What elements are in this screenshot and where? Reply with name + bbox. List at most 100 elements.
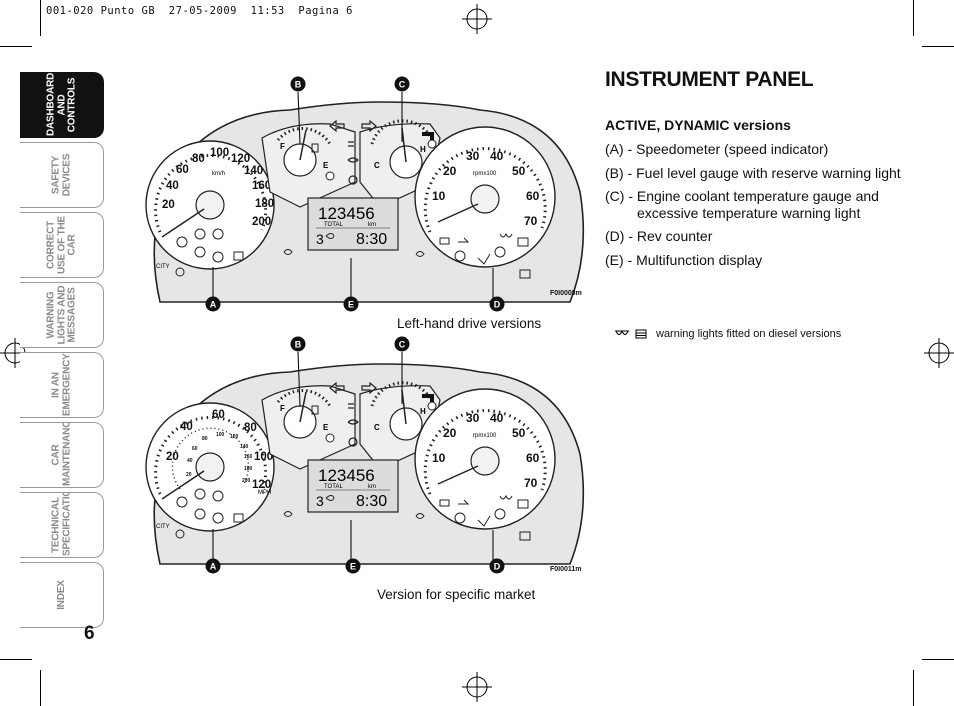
rev-unit: rpmx100: [473, 433, 497, 439]
speed-tick-label: 120: [252, 479, 271, 491]
callout-marker: [205, 558, 221, 574]
legend-item: (C) - Engine coolant temperature gauge a…: [605, 188, 879, 221]
speed-tick-label: 80: [192, 153, 205, 165]
page-title: INSTRUMENT PANEL: [605, 68, 814, 91]
tab-correct-use[interactable]: CORRECT USE OF THE CAR: [20, 212, 104, 278]
warning-light: [427, 139, 437, 149]
tab-emergency[interactable]: IN AN EMERGENCY: [20, 352, 104, 418]
crop-mark: [922, 46, 954, 47]
rear-window-icon: [519, 269, 531, 279]
chapter-tabs: DASHBOARD AND CONTROLS SAFETY DEVICES CO…: [20, 72, 104, 632]
speed-tick-label: 60: [212, 409, 225, 421]
warning-icon: [194, 228, 206, 240]
speed-tick-label: 140: [244, 165, 263, 177]
speed-tick-label: 100: [254, 451, 273, 463]
tab-index[interactable]: INDEX: [20, 562, 104, 628]
turn-right-icon: [361, 381, 377, 395]
speed-inner-label: 80: [202, 436, 208, 442]
multifunction-display: 123456 TOTAL km 3 8:30: [307, 459, 399, 513]
figure-code: F0I0011m: [550, 566, 582, 573]
callout-e: E: [348, 300, 354, 310]
warning-light: [325, 171, 335, 181]
speed-tick-label: 20: [166, 451, 179, 463]
rev-tick-label: 40: [490, 411, 504, 425]
steering-icon: [212, 251, 224, 263]
headlight-icon: [347, 419, 359, 425]
rev-tick-label: 70: [524, 476, 538, 490]
warning-light: [427, 401, 437, 411]
legend-item: (D) - Rev counter: [605, 228, 713, 244]
speedo-warning-lights: [175, 228, 293, 277]
callout-marker: [290, 336, 306, 352]
steering-icon: [212, 512, 224, 524]
tab-safety-devices[interactable]: SAFETY DEVICES: [20, 142, 104, 208]
instrument-panel-figure-1: 20 40 60 80 100 120 140 160 180 200 km/h…: [145, 76, 585, 312]
rev-tick-label: 60: [526, 451, 540, 465]
crop-mark: [0, 46, 32, 47]
glow-plug-and-filter-icons: [615, 329, 647, 339]
rev-tick-label: 70: [524, 214, 538, 228]
fog-light-icon: [283, 249, 293, 255]
fuel-pump-icon: [311, 405, 319, 415]
speed-tick-label: 40: [180, 421, 193, 433]
tab-warning-lights[interactable]: WARNING LIGHTS AND MESSAGES: [20, 282, 104, 348]
callout-legend: (A) - Speedometer (speed indicator) (B) …: [605, 141, 905, 275]
crop-mark: [913, 0, 914, 36]
instrument-panel-figure-2: 20 40 60 80 100 120 20 40 60 80 100 120 …: [145, 336, 585, 574]
rev-tick-label: 30: [466, 149, 480, 163]
callout-d: D: [494, 562, 501, 572]
rev-tick-label: 50: [512, 164, 526, 178]
temp-cold-mark: C: [374, 423, 380, 432]
tab-dashboard-and-controls[interactable]: DASHBOARD AND CONTROLS: [20, 72, 104, 138]
legend-item: (A) - Speedometer (speed indicator): [605, 141, 829, 157]
callout-c: C: [399, 340, 406, 350]
temp-hot-mark: H: [420, 407, 426, 416]
rev-tick-label: 60: [526, 189, 540, 203]
rev-tick-label: 20: [443, 164, 457, 178]
low-beam-icon: [348, 403, 354, 409]
rev-tick-label: 10: [432, 451, 446, 465]
crop-mark: [922, 659, 954, 660]
rev-warning-lights: [415, 494, 531, 541]
tab-technical-specifications[interactable]: TECHNICAL SPECIFICATIONS: [20, 492, 104, 558]
city-label: CITY: [156, 524, 170, 530]
callout-marker: [343, 296, 359, 312]
section-subtitle: ACTIVE, DYNAMIC versions: [605, 117, 791, 133]
oil-icon: [458, 499, 470, 505]
rev-tick-label: 40: [490, 149, 504, 163]
legend-item: (B) - Fuel level gauge with reserve warn…: [605, 164, 901, 181]
speed-inner-label: 120: [230, 434, 239, 440]
speed-tick-label: 180: [255, 198, 274, 210]
figure-caption: Left-hand drive versions: [397, 316, 542, 331]
callout-a: A: [210, 562, 217, 572]
odometer-value: 123456: [318, 466, 375, 485]
callout-b: B: [295, 340, 302, 350]
turn-right-icon: [361, 119, 377, 133]
warning-icon: [176, 496, 188, 508]
rear-fog-icon: [415, 513, 425, 519]
speedo-warning-lights: [175, 488, 293, 539]
odometer-value: 123456: [318, 204, 375, 223]
speed-unit: MPH: [258, 490, 271, 496]
center-warning-lights: [329, 119, 377, 185]
rev-tick-label: 20: [443, 426, 457, 440]
speedometer-gauge: [145, 140, 275, 270]
rear-window-icon: [519, 531, 531, 541]
seatbelt-icon: [494, 508, 506, 520]
tab-car-maintenance[interactable]: CAR MAINTENANCE: [20, 422, 104, 488]
warning-icon: [212, 490, 224, 502]
warning-light: [325, 433, 335, 443]
callout-a: A: [210, 300, 217, 310]
speed-tick-label: 100: [210, 147, 229, 159]
page-number: 6: [84, 623, 95, 644]
rev-tick-label: 50: [512, 426, 526, 440]
fuel-full-mark: F: [280, 404, 285, 413]
gear-digit: 3: [316, 231, 324, 247]
fuel-empty-mark: E: [323, 423, 329, 432]
print-slug: 001-020 Punto GB 27-05-2009 11:53 Pagina…: [46, 5, 353, 17]
crop-mark: [0, 659, 32, 660]
airbag-off-icon: [477, 253, 491, 265]
speed-unit: km/h: [212, 171, 225, 177]
speed-tick-label: 120: [231, 153, 250, 165]
callout-b: B: [295, 80, 302, 90]
